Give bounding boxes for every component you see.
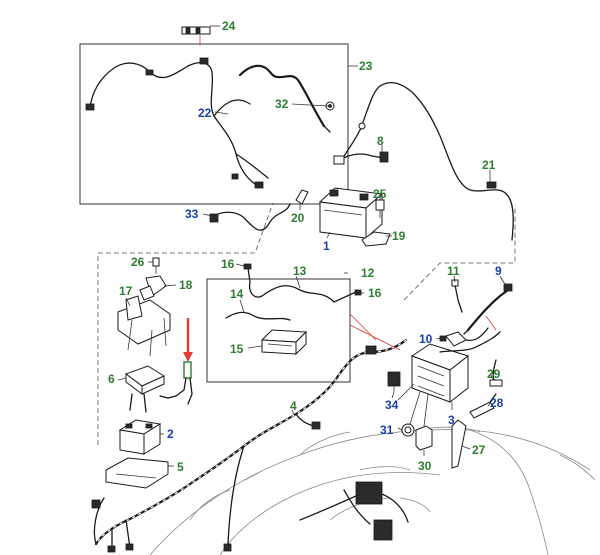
leader-lines bbox=[117, 25, 507, 467]
callout-23: 23 bbox=[359, 59, 373, 73]
underbody-harness-4 bbox=[91, 338, 408, 553]
clip-11 bbox=[451, 279, 463, 313]
callout-12: 12 bbox=[361, 266, 375, 280]
callout-33: 33 bbox=[185, 207, 199, 221]
module-6 bbox=[124, 365, 166, 413]
harness-33 bbox=[211, 203, 291, 231]
callout-10: 10 bbox=[419, 332, 433, 346]
connector-10 bbox=[439, 327, 489, 347]
battery-2 bbox=[118, 419, 162, 455]
callout-21: 21 bbox=[482, 158, 496, 172]
callout-31: 31 bbox=[380, 423, 394, 437]
callout-9: 9 bbox=[495, 264, 502, 278]
connector-8 bbox=[333, 151, 389, 165]
callout-15: 15 bbox=[230, 342, 244, 356]
assembly-dashed-outline-right bbox=[403, 205, 516, 301]
callout-19: 19 bbox=[392, 229, 406, 243]
connector-24 bbox=[181, 26, 211, 35]
callout-18: 18 bbox=[179, 278, 193, 292]
harness-kit-frame-12 bbox=[206, 278, 351, 383]
callouts: 24 23 22 32 8 21 25 33 20 19 1 26 18 17 … bbox=[108, 19, 504, 474]
callout-6: 6 bbox=[108, 372, 115, 386]
callout-24: 24 bbox=[222, 19, 236, 33]
callout-29: 29 bbox=[487, 367, 501, 381]
callout-32: 32 bbox=[275, 97, 289, 111]
harness-13-14 bbox=[225, 263, 362, 321]
callout-26: 26 bbox=[131, 255, 145, 269]
bracket-19 bbox=[361, 231, 391, 247]
callout-25: 25 bbox=[373, 187, 387, 201]
small-connector-29 bbox=[489, 359, 503, 387]
callout-17: 17 bbox=[119, 284, 133, 298]
callout-2: 2 bbox=[167, 427, 174, 441]
highlighted-part bbox=[159, 361, 193, 405]
callout-16-right: 16 bbox=[368, 286, 382, 300]
callout-22: 22 bbox=[198, 106, 212, 120]
tray-5 bbox=[105, 457, 169, 489]
callout-11: 11 bbox=[447, 264, 460, 278]
callout-5: 5 bbox=[177, 460, 184, 474]
assembly-dashed-outline-left bbox=[97, 202, 274, 445]
cap-31 bbox=[401, 423, 415, 437]
callout-30: 30 bbox=[418, 459, 432, 473]
callout-20: 20 bbox=[291, 211, 305, 225]
cable-9 bbox=[463, 283, 513, 335]
strap-27 bbox=[451, 419, 467, 469]
battery-1 bbox=[318, 187, 384, 240]
callout-3: 3 bbox=[448, 413, 455, 427]
harness-kit-frame-23 bbox=[79, 43, 349, 205]
vehicle-outline bbox=[149, 426, 596, 555]
clip-26 bbox=[152, 257, 160, 274]
block-30 bbox=[415, 425, 433, 451]
bracket-18 bbox=[139, 275, 167, 301]
module-15 bbox=[260, 329, 308, 356]
callout-16-top: 16 bbox=[221, 257, 235, 271]
vehicle-mounted-parts bbox=[299, 481, 409, 541]
fuse-34 bbox=[387, 371, 401, 392]
bracket-20 bbox=[295, 189, 309, 205]
arrow-icon bbox=[183, 318, 193, 362]
callout-14: 14 bbox=[230, 287, 244, 301]
callout-34: 34 bbox=[385, 398, 399, 412]
harness-22 bbox=[85, 57, 269, 189]
callout-8: 8 bbox=[377, 134, 384, 148]
callout-1: 1 bbox=[323, 239, 330, 253]
callout-13: 13 bbox=[293, 264, 307, 278]
callout-28: 28 bbox=[490, 396, 504, 410]
battery-tray-17 bbox=[117, 295, 171, 357]
callout-27: 27 bbox=[472, 443, 486, 457]
battery-box-3 bbox=[410, 331, 501, 404]
callout-4: 4 bbox=[290, 399, 297, 413]
